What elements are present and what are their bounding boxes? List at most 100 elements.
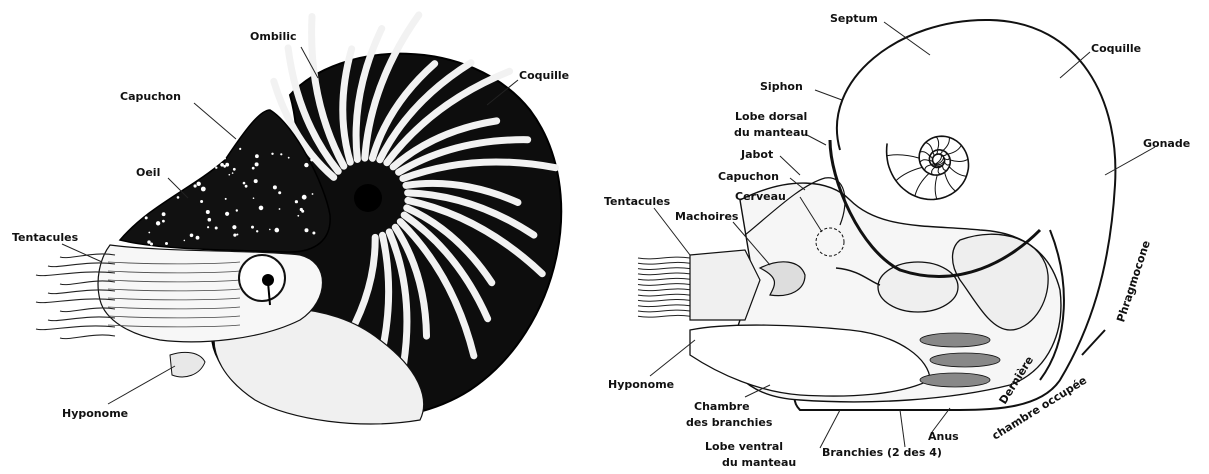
septum-wall bbox=[948, 145, 962, 154]
label-machoires: Machoires bbox=[675, 210, 739, 223]
label-coquille-right: Coquille bbox=[1091, 42, 1141, 55]
hood-spot bbox=[255, 154, 259, 158]
hood-spot bbox=[269, 229, 271, 231]
hood-spot bbox=[243, 182, 246, 185]
hood-spot bbox=[201, 187, 206, 192]
hood-spot bbox=[236, 234, 238, 236]
hood-spot bbox=[256, 230, 258, 232]
hood-spot bbox=[215, 167, 217, 169]
hood-spot bbox=[194, 176, 196, 178]
phragmocone-spiral bbox=[887, 136, 969, 199]
label-jabot: Jabot bbox=[740, 148, 773, 161]
hood-spot bbox=[200, 200, 203, 203]
hood-spot bbox=[162, 220, 165, 223]
septum-wall bbox=[932, 167, 936, 175]
septum-wall bbox=[915, 173, 929, 196]
hood-spot bbox=[271, 153, 273, 155]
hood-spot bbox=[297, 215, 299, 217]
tentacle bbox=[638, 310, 690, 312]
label-coquille-left: Coquille bbox=[519, 69, 569, 82]
septum-wall bbox=[920, 152, 930, 157]
hood-spot bbox=[273, 185, 277, 189]
septum-wall bbox=[945, 172, 956, 191]
hood-spot bbox=[225, 212, 229, 216]
hood-spot bbox=[295, 200, 298, 203]
hood-spot bbox=[288, 157, 290, 159]
tentacle bbox=[36, 326, 115, 330]
hood-spot bbox=[148, 232, 150, 234]
label-lobe-dorsal-line2: du manteau bbox=[734, 126, 808, 139]
label-tentacules-right: Tentacules bbox=[604, 195, 671, 208]
label-branchies: Branchies (2 des 4) bbox=[822, 446, 942, 459]
hood-spot bbox=[162, 212, 166, 216]
hood-spot bbox=[278, 191, 281, 194]
hood-spot bbox=[229, 174, 231, 176]
hood-spot bbox=[184, 240, 186, 242]
label-chambre-line1: Chambre bbox=[694, 400, 750, 413]
label-capuchon-right: Capuchon bbox=[718, 170, 779, 183]
label-lobe-ventral-line1: Lobe ventral bbox=[705, 440, 783, 453]
hood-spot bbox=[227, 146, 231, 150]
septum-wall bbox=[920, 160, 930, 163]
hood-spot bbox=[156, 221, 160, 225]
hood-spot bbox=[312, 232, 315, 235]
hood-spot bbox=[251, 226, 254, 229]
tentacle bbox=[638, 305, 690, 307]
gill bbox=[930, 353, 1000, 367]
label-chambre-line2: des branchies bbox=[686, 416, 773, 429]
septum-wall bbox=[943, 137, 949, 150]
hood-spot bbox=[223, 165, 226, 168]
label-lobe-ventral-line2: du manteau bbox=[722, 456, 796, 469]
tentacle bbox=[638, 300, 690, 302]
tentacle bbox=[638, 268, 690, 270]
ombilic-point bbox=[354, 184, 382, 212]
hood-spot bbox=[145, 216, 148, 219]
hood-spot bbox=[304, 163, 308, 167]
label-phragmocone: Phragmocone bbox=[1114, 239, 1153, 324]
hyponome-funnel bbox=[170, 352, 205, 377]
hood-spot bbox=[147, 240, 150, 243]
label-hyponome-right: Hyponome bbox=[608, 378, 674, 391]
label-gonade: Gonade bbox=[1143, 137, 1190, 150]
tentacle bbox=[638, 257, 690, 259]
external-nautilus-illustration bbox=[36, 15, 561, 424]
septum-wall bbox=[943, 165, 948, 170]
septum-wall bbox=[944, 157, 949, 159]
septum-wall bbox=[926, 143, 933, 153]
label-cerveau: Cerveau bbox=[735, 190, 786, 203]
hood-spot bbox=[194, 184, 197, 187]
hood-spot bbox=[259, 206, 264, 211]
hood-spot bbox=[165, 242, 168, 245]
label-oeil: Oeil bbox=[136, 166, 160, 179]
tentacle bbox=[48, 317, 115, 321]
hood-spot bbox=[236, 209, 238, 211]
hood-spot bbox=[252, 167, 255, 170]
hood-spot bbox=[301, 210, 304, 213]
label-hyponome-left: Hyponome bbox=[62, 407, 128, 420]
hood-spot bbox=[232, 225, 236, 229]
hood-spot bbox=[209, 162, 212, 165]
hood-spot bbox=[225, 198, 227, 200]
label-ombilic: Ombilic bbox=[250, 30, 297, 43]
septum-wall bbox=[887, 155, 919, 158]
septum-wall bbox=[935, 175, 937, 199]
hood-spot bbox=[279, 208, 281, 210]
gill bbox=[920, 373, 990, 387]
label-lobe-dorsal-line1: Lobe dorsal bbox=[735, 110, 807, 123]
septum-wall bbox=[944, 162, 950, 165]
tentacle-cluster bbox=[638, 257, 690, 317]
hood-spot bbox=[275, 228, 280, 233]
tentacle bbox=[638, 315, 690, 317]
hood-spot bbox=[206, 210, 210, 214]
hood-spot bbox=[224, 158, 226, 160]
label-anus: Anus bbox=[928, 430, 959, 443]
hood-spot bbox=[177, 196, 180, 199]
eye-outer bbox=[239, 255, 285, 301]
septum-wall bbox=[950, 159, 968, 161]
hood-spot bbox=[255, 162, 259, 166]
hood-spot bbox=[233, 234, 236, 237]
hood-spot bbox=[310, 158, 313, 161]
hood-spot bbox=[245, 185, 248, 188]
gills bbox=[920, 333, 1000, 387]
